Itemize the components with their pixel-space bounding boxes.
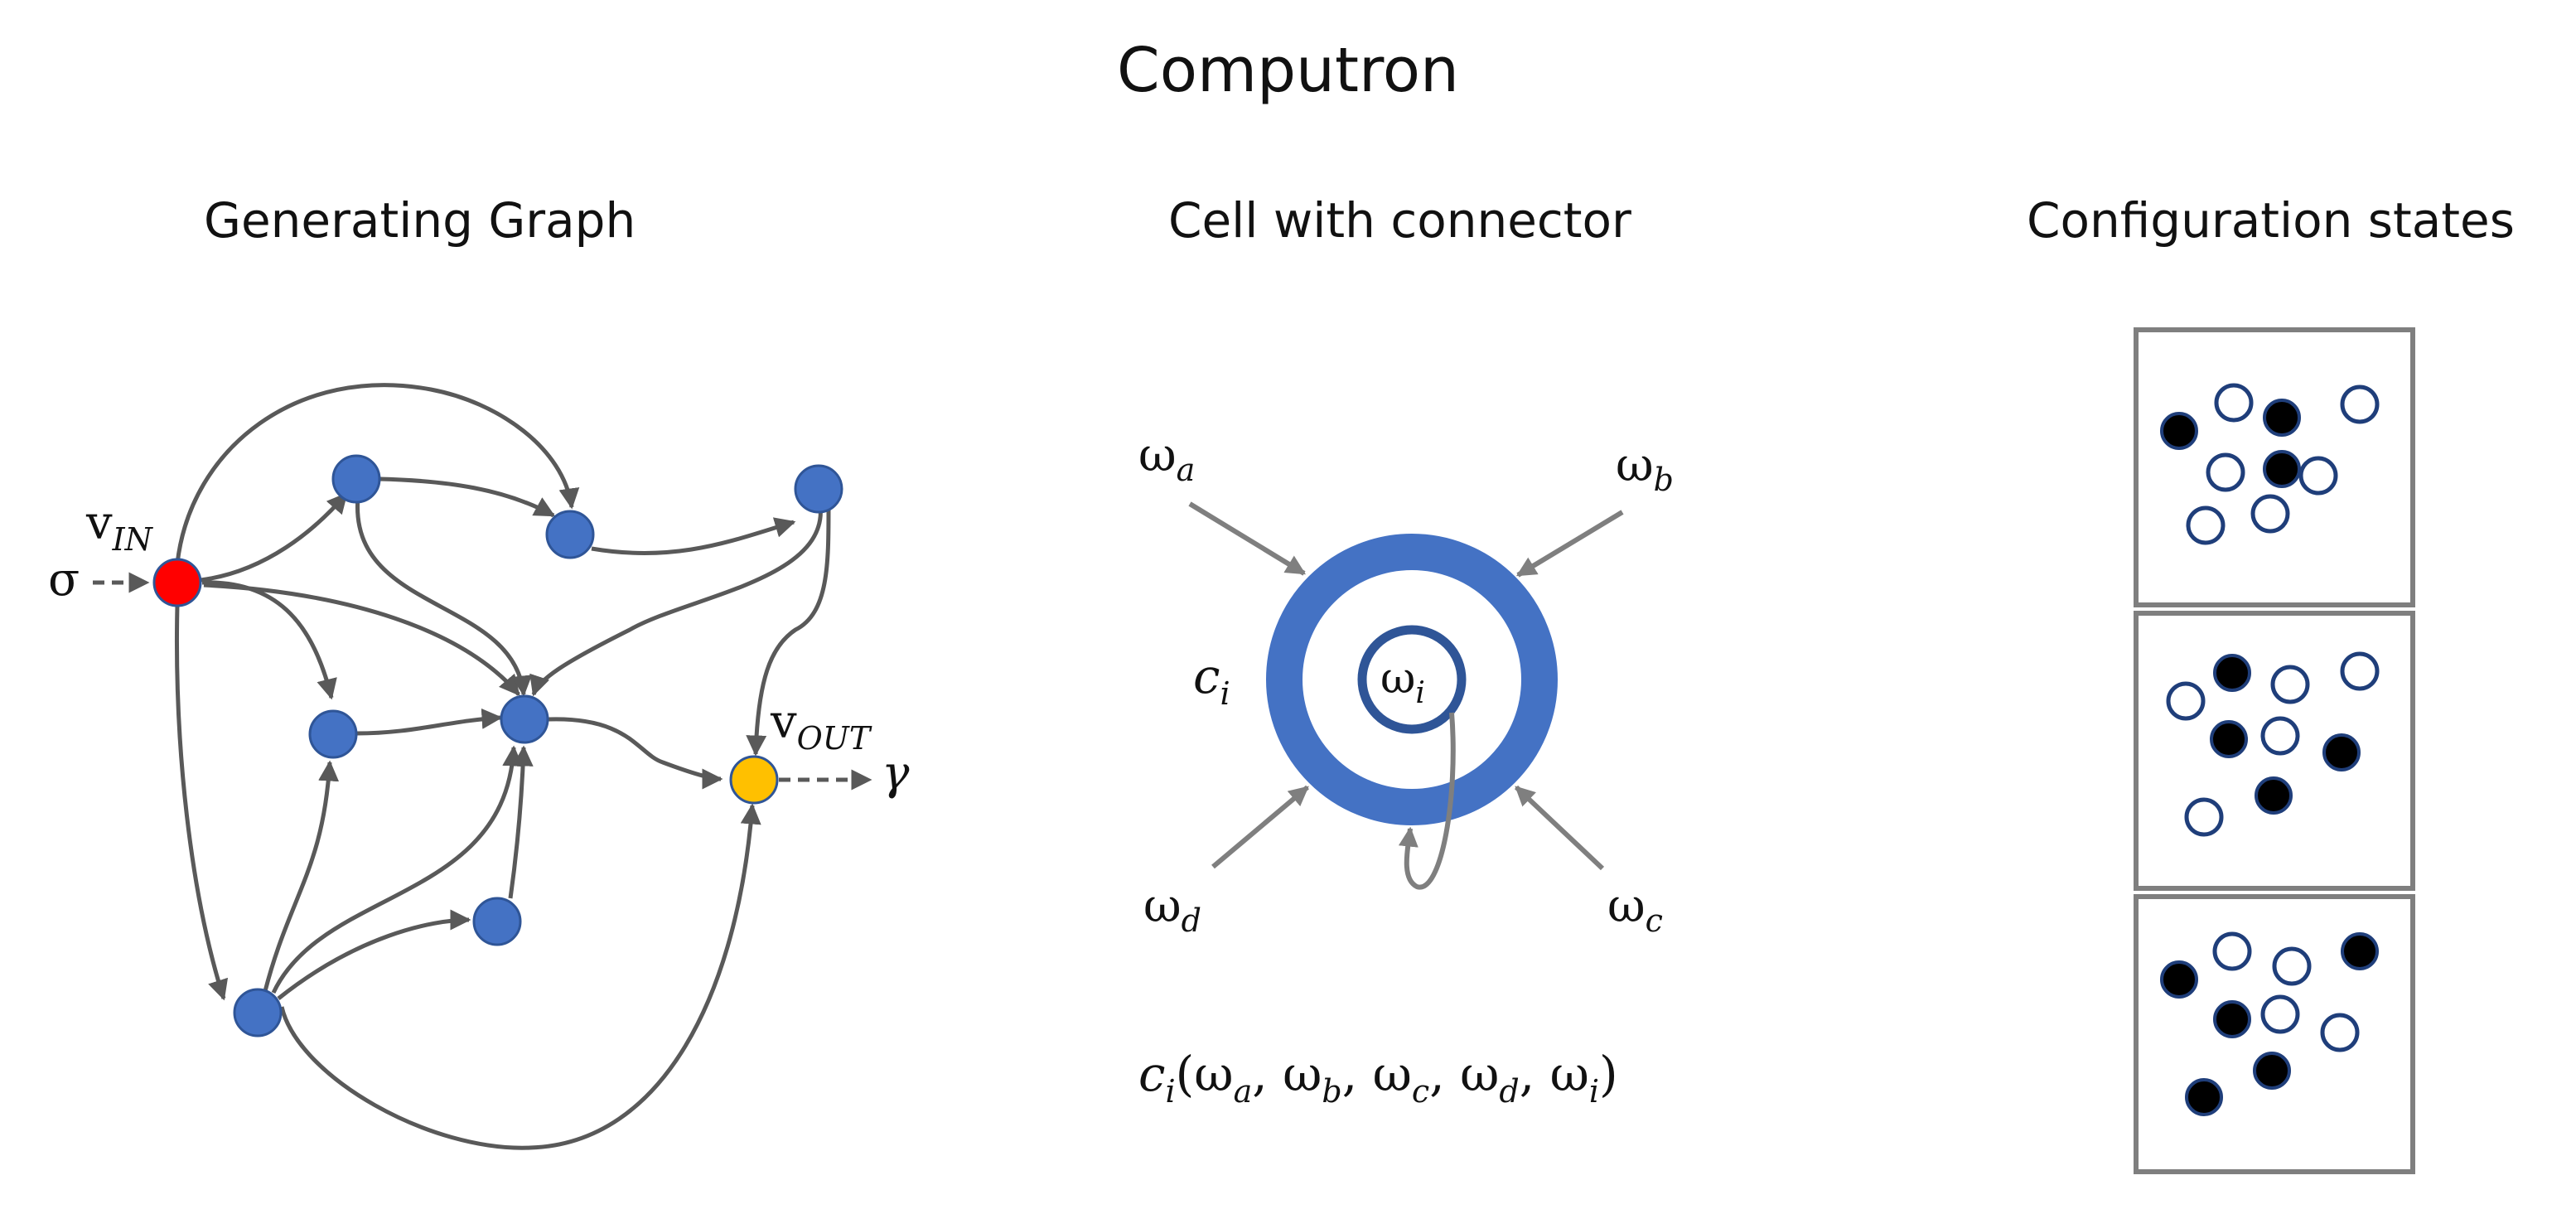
state-dot-filled — [2341, 932, 2379, 970]
graph-nodes — [152, 454, 843, 1037]
graph-edge — [271, 745, 524, 994]
node-v-in — [152, 558, 202, 607]
state-dot-filled — [2322, 733, 2361, 771]
graph-edge — [175, 383, 580, 564]
omega-i-label: ωi — [1380, 654, 1425, 710]
omega-a-label: ωa — [1138, 428, 1195, 488]
connector-loop — [1398, 712, 1456, 890]
v-in-label: vIN — [85, 496, 154, 558]
generating-graph — [175, 383, 831, 1150]
v-out-label: vOUT — [770, 695, 872, 757]
graph-node — [472, 897, 522, 946]
graph-edge — [277, 909, 471, 1000]
config-state-box — [2134, 327, 2415, 607]
c-i-label: ci — [1193, 648, 1230, 712]
state-dot-empty — [2206, 452, 2245, 492]
graph-edge — [201, 580, 337, 700]
state-dot-filled — [2160, 412, 2198, 450]
sigma-label: σ — [48, 553, 80, 607]
omega-d-arrow — [1211, 785, 1309, 869]
state-dot-empty — [2298, 456, 2338, 496]
omega-c-arrow — [1514, 785, 1605, 871]
cell-diagram — [1188, 501, 1624, 890]
graph-edge — [529, 505, 823, 697]
page-title: Computron — [1117, 35, 1459, 106]
state-dot-filled — [2255, 776, 2293, 815]
state-dot-empty — [2340, 651, 2380, 691]
state-dot-empty — [2260, 716, 2300, 756]
omega-b-arrow — [1515, 510, 1624, 578]
cell-inner-ring — [1357, 625, 1467, 734]
state-dot-empty — [2186, 505, 2226, 545]
omega-b-label: ωb — [1616, 438, 1674, 498]
graph-io — [93, 572, 872, 791]
graph-edge — [279, 803, 761, 1150]
omega-c-label: ωc — [1607, 879, 1663, 939]
state-dot-empty — [2250, 494, 2290, 534]
configuration-states — [2134, 327, 2415, 1174]
graph-edge — [355, 496, 533, 697]
cell-outer-ring — [1266, 534, 1558, 825]
graph-edge — [591, 517, 796, 555]
graph-edge — [200, 492, 348, 583]
graph-edge — [548, 717, 723, 790]
graph-labels: vIN σ vOUT γ — [48, 496, 910, 800]
state-dot-filled — [2263, 399, 2301, 437]
state-dot-filled — [2213, 654, 2251, 692]
graph-edge — [379, 476, 556, 518]
cell-labels: ωa ωb ωd ωc ωi ci ci(ωa, ωb, ωc, ωd, ωi) — [1138, 428, 1674, 1110]
state-dot-empty — [2340, 385, 2380, 424]
graph-section-title: Generating Graph — [204, 192, 636, 249]
state-dot-filled — [2210, 720, 2248, 758]
graph-edge — [263, 760, 340, 992]
graph-node — [308, 709, 358, 759]
state-dot-filled — [2185, 1078, 2223, 1116]
omega-d-label: ωd — [1143, 879, 1201, 939]
omega-a-arrow — [1188, 501, 1307, 576]
graph-edge — [175, 604, 229, 1001]
state-dot-empty — [2260, 994, 2300, 1034]
state-dot-empty — [2214, 383, 2254, 423]
graph-edge — [203, 583, 520, 696]
cell-formula: ci(ωa, ωb, ωc, ωd, ωi) — [1138, 1046, 1618, 1110]
state-dot-filled — [2213, 1000, 2251, 1038]
node-v-out — [729, 755, 779, 805]
graph-edge — [746, 506, 831, 757]
graph-node — [331, 454, 381, 504]
graph-edge — [355, 708, 503, 736]
state-dot-empty — [2184, 797, 2224, 837]
graph-edge — [508, 745, 534, 899]
state-dot-filled — [2263, 450, 2301, 488]
state-dot-empty — [2212, 931, 2252, 971]
state-dot-empty — [2320, 1013, 2360, 1052]
graph-node — [233, 988, 283, 1037]
state-dot-filled — [2160, 960, 2198, 999]
graph-node — [500, 694, 549, 744]
config-state-box — [2134, 611, 2415, 891]
cell-section-title: Cell with connector — [1168, 192, 1631, 249]
graph-node — [794, 464, 843, 514]
gamma-label: γ — [882, 747, 910, 800]
config-state-box — [2134, 894, 2415, 1174]
state-dot-empty — [2270, 665, 2310, 704]
state-dot-empty — [2166, 681, 2206, 721]
config-section-title: Configuration states — [2027, 192, 2515, 249]
graph-node — [545, 510, 595, 559]
state-dot-filled — [2253, 1052, 2291, 1090]
state-dot-empty — [2272, 946, 2312, 986]
